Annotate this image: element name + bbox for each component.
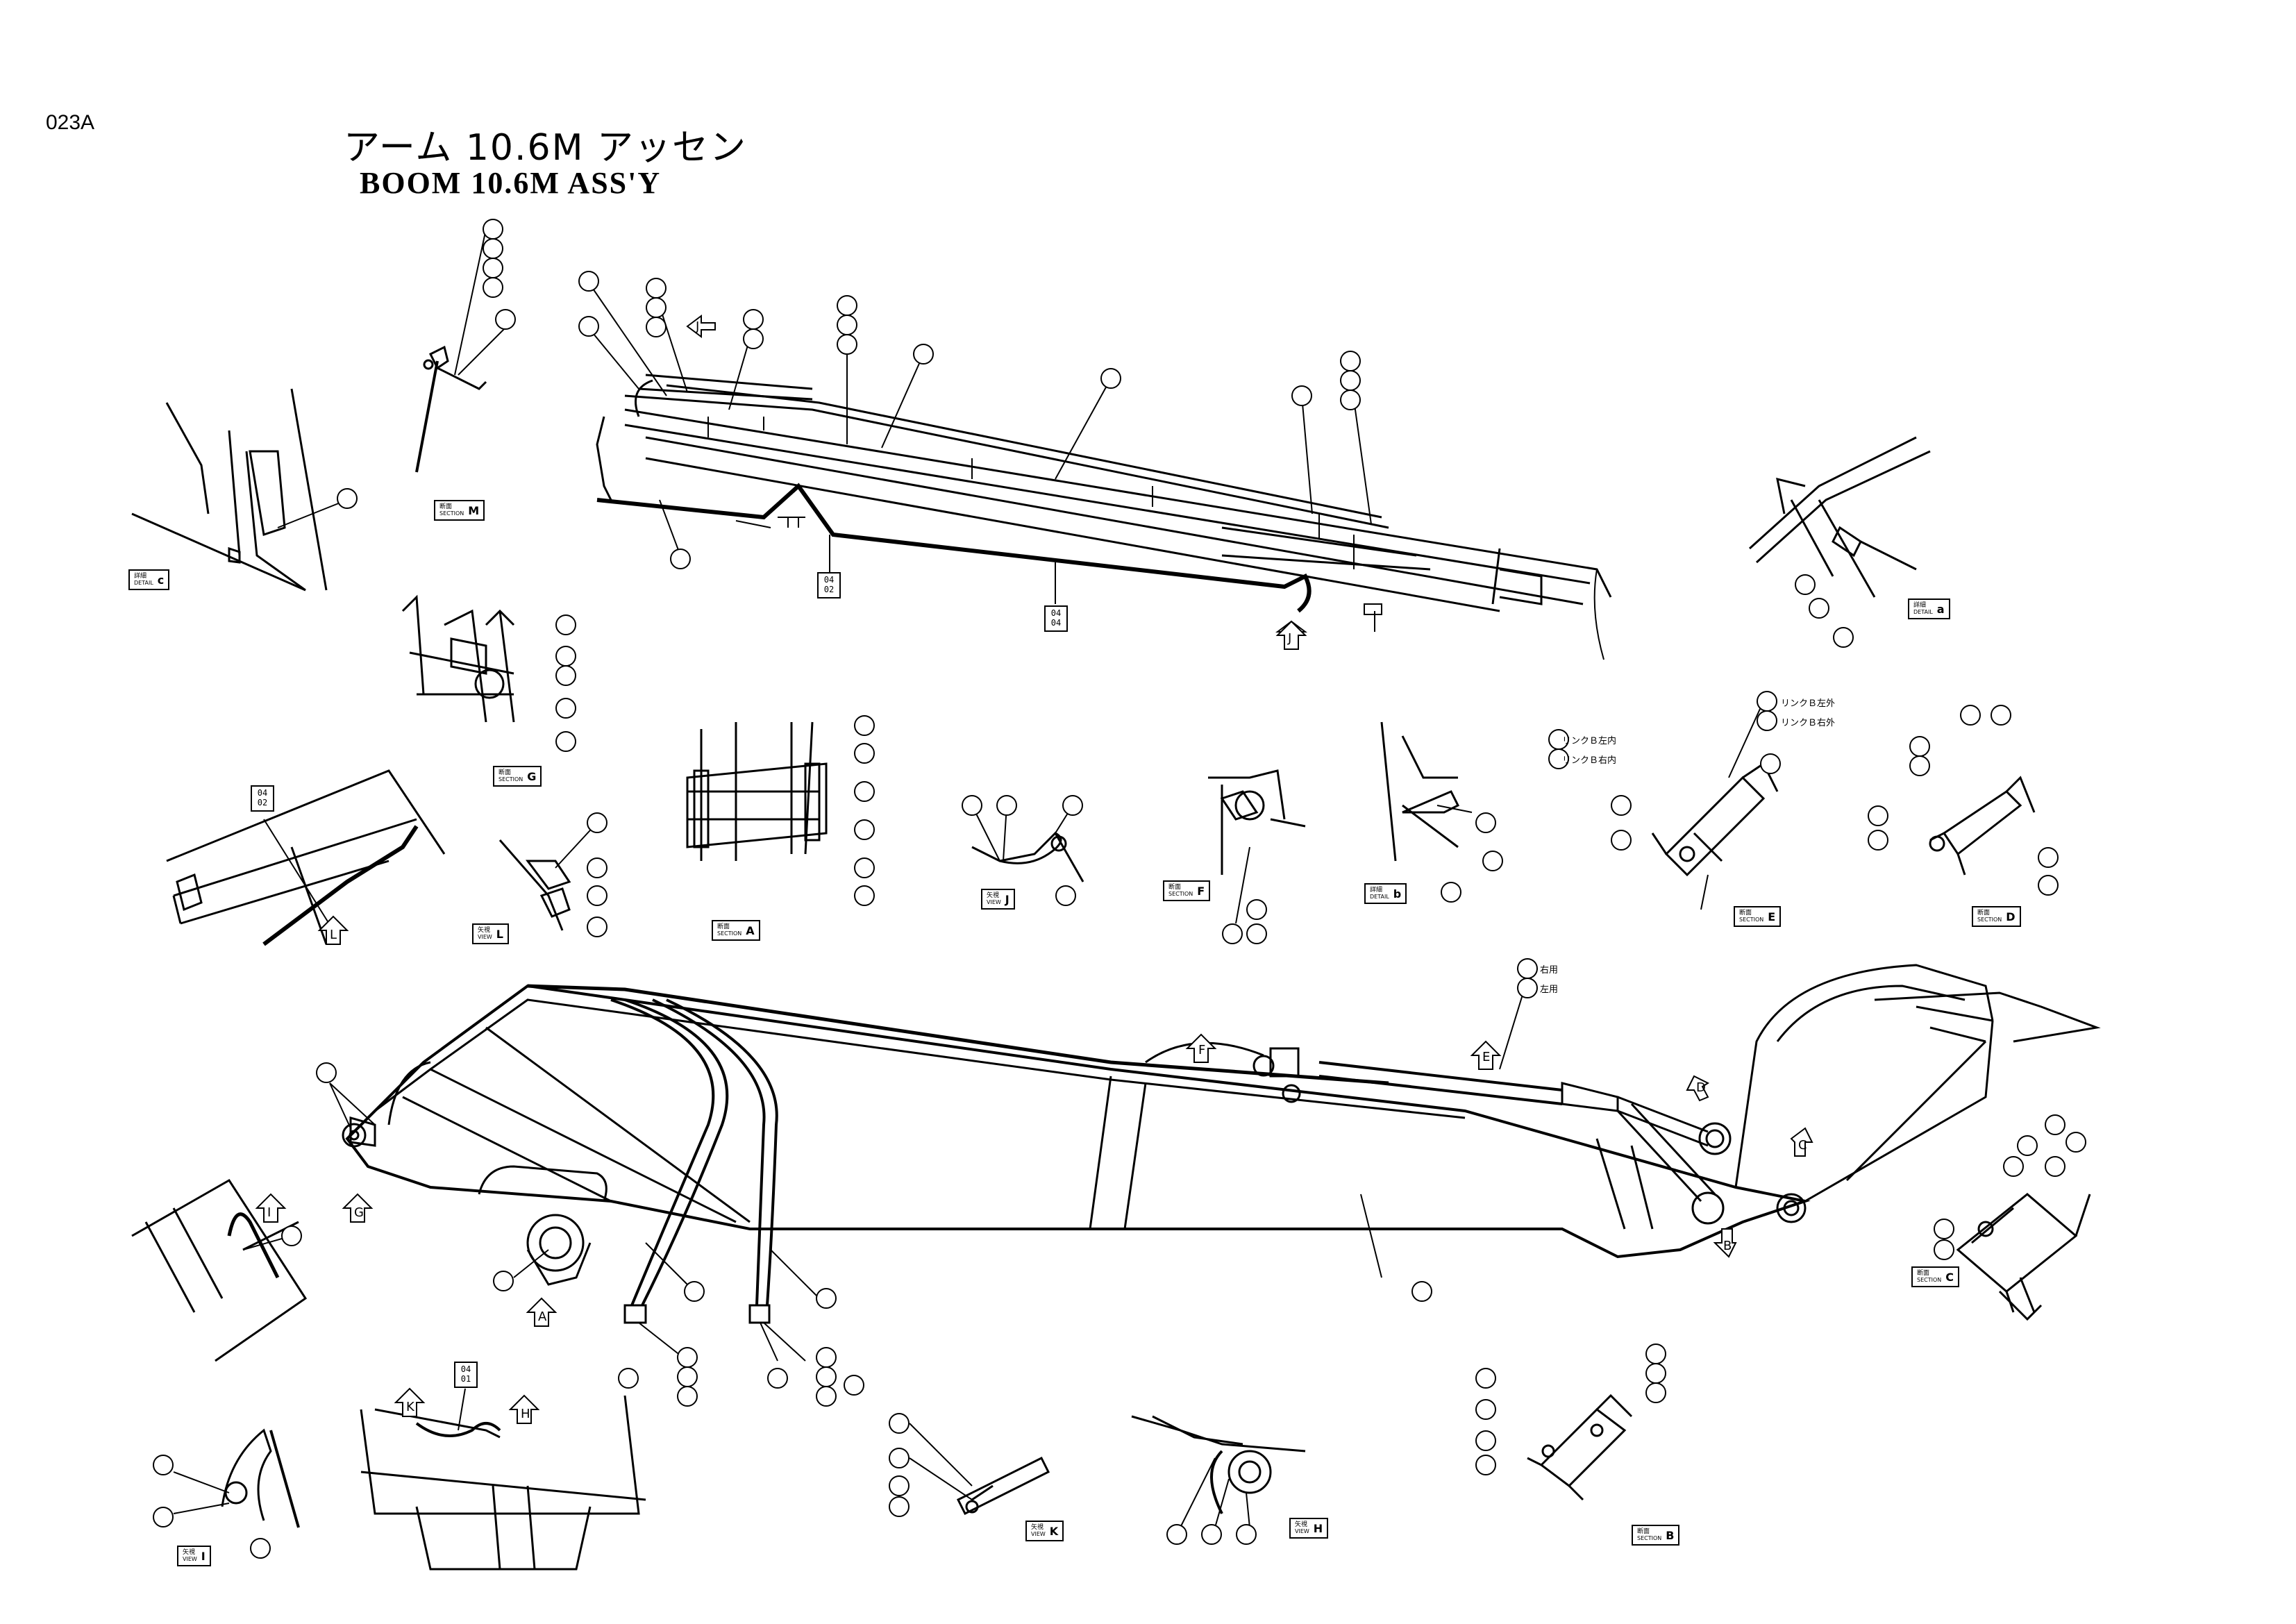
section-b-view [1527,1393,1633,1501]
svg-text:J: J [1287,631,1291,646]
view-h-view [1131,1415,1306,1528]
view-arrow-e [1470,1040,1502,1070]
view-arrow-f [1185,1033,1217,1063]
svg-text:J: J [695,319,699,334]
svg-text:L: L [330,928,337,942]
view-arrow-l [317,915,349,945]
annotation-link-b-right-out: リンクＢ右外 [1781,718,1836,728]
part-code-box: 04 02 [823,575,835,594]
drawing-title-english: BOOM 10.6M ASS'Y [360,166,662,200]
part-code-boxes [251,572,1068,1388]
view-direction-arrows [255,315,1813,1424]
view-arrow-i [255,1193,287,1223]
svg-text:A: A [538,1309,547,1324]
lower-left-detail-view [131,1178,308,1362]
section-d-view [1929,776,2036,876]
view-l-view [498,822,598,931]
svg-text:F: F [1198,1043,1205,1057]
view-k-view [909,1423,1050,1516]
section-g-view [401,594,515,723]
annotation-right: 右用 [1540,965,1559,976]
main-boom-view [342,964,2101,1324]
view-arrow-c [1790,1127,1813,1157]
section-a-view [686,721,828,861]
svg-text:K: K [406,1400,415,1414]
main-view-leaders [329,978,1528,1362]
section-e-view [1651,701,1779,910]
part-code-box: 04 01 [460,1364,471,1384]
view-arrow-b [1713,1228,1737,1258]
drawing-title-japanese: アーム 10.6M アッセン [344,127,748,169]
svg-text:I: I [267,1205,271,1220]
svg-text:E: E [1482,1050,1490,1064]
annotation-link-b-left-in: リンクＢ左内 [1562,736,1617,746]
top-boom-view [596,374,1612,660]
detail-b-view [1380,721,1473,862]
view-arrow-k-bottom [394,1387,426,1417]
view-j-view [971,805,1084,882]
section-f-view [1208,769,1306,924]
svg-text:H: H [521,1407,530,1421]
view-i-view [173,1428,300,1528]
section-c-view [1956,1193,2091,1321]
annotation-link-b-right-in: リンクＢ右内 [1562,755,1617,766]
section-m-view [415,228,508,473]
page-code: 023A [46,111,95,134]
view-arrow-d [1686,1075,1710,1102]
view-arrow-j [1275,620,1307,650]
view-arrow-a [526,1297,558,1327]
annotation-link-b-left-out: リンクＢ左外 [1781,698,1836,709]
detail-a-view [1748,436,1931,598]
part-code-box: 04 04 [1050,608,1062,628]
section-l-cut-view [166,769,446,946]
bottom-boom-cut-view [360,1388,646,1571]
svg-text:C: C [1798,1138,1807,1153]
part-callout-balloons [153,219,2086,1559]
svg-text:G: G [354,1205,364,1220]
view-arrow-h [508,1394,540,1424]
detail-c-view [131,388,348,592]
view-arrow-k-top [686,315,716,338]
svg-text:D: D [1696,1080,1706,1095]
view-arrow-g [342,1193,374,1223]
svg-text:B: B [1723,1239,1732,1253]
annotation-left: 左用 [1540,985,1559,995]
part-code-box: 04 02 [257,788,268,807]
view-arrow-letters: J J E F D C B A G I L K H [267,319,1807,1421]
